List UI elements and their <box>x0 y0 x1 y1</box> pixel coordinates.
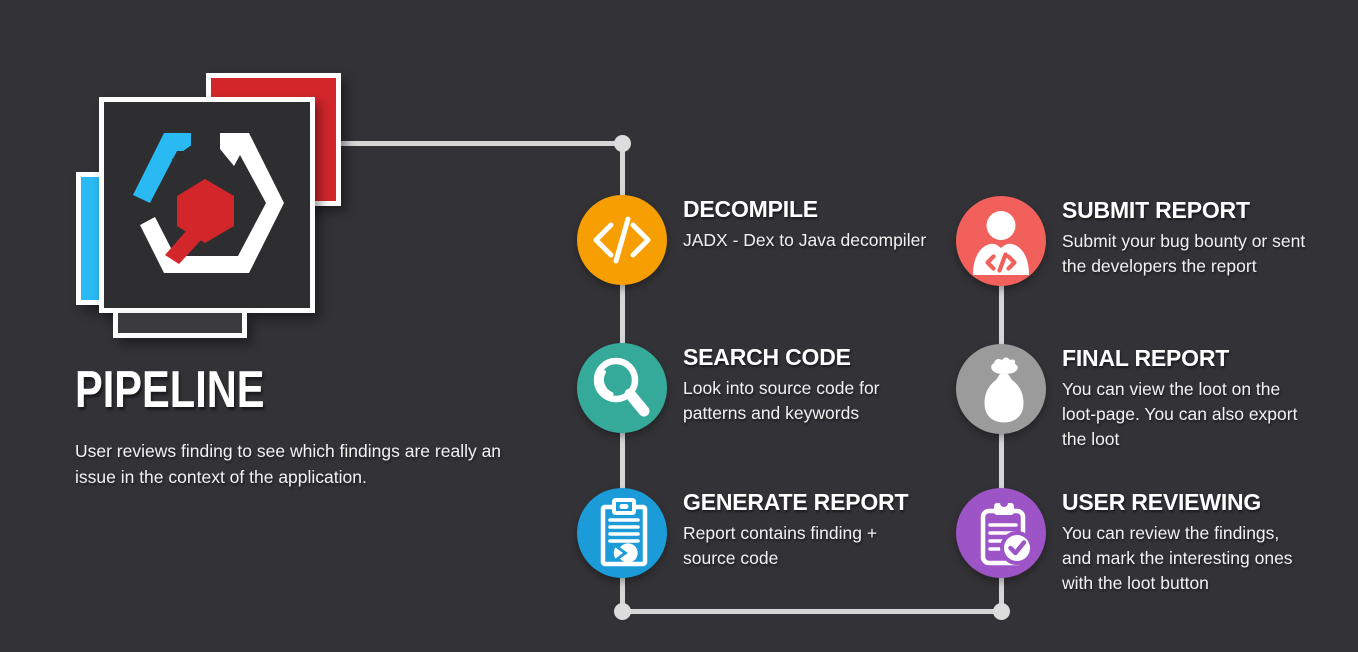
final-report-badge <box>956 344 1046 434</box>
step-description: Submit your bug bounty or sent the devel… <box>1062 231 1306 276</box>
step-description: JADX - Dex to Java decompiler <box>683 230 927 250</box>
page-title: PIPELINE <box>75 361 265 419</box>
step-title: GENERATE REPORT <box>683 489 909 515</box>
step-title: SUBMIT REPORT <box>1062 197 1250 223</box>
step-search-code: SEARCH CODE Look into source code for pa… <box>577 343 880 433</box>
generate-report-badge <box>577 488 667 578</box>
step-description: You can view the loot on the loot-page. … <box>1062 379 1298 449</box>
user-reviewing-badge <box>956 488 1046 578</box>
report-pie-icon <box>600 498 648 567</box>
step-generate-report: GENERATE REPORT Report contains finding … <box>577 488 909 578</box>
logo-bottom-tab <box>113 313 247 338</box>
step-title: USER REVIEWING <box>1062 489 1262 515</box>
step-submit-report: SUBMIT REPORT Submit your bug bounty or … <box>956 196 1305 286</box>
hexagon-code-logo-icon <box>133 133 284 273</box>
connector-bottom <box>620 609 1004 614</box>
junction-dot-bottom-right <box>993 603 1010 620</box>
connector-logo-to-column <box>341 141 624 146</box>
step-user-reviewing: USER REVIEWING You can review the findin… <box>956 488 1293 596</box>
decompile-badge <box>577 195 667 285</box>
step-final-report: FINAL REPORT You can view the loot on th… <box>956 344 1297 452</box>
step-description: You can review the findings, and mark th… <box>1062 523 1293 593</box>
logo-main-square <box>99 97 315 313</box>
step-title: SEARCH CODE <box>683 344 851 370</box>
search-code-badge <box>577 343 667 433</box>
step-description: Report contains finding + source code <box>683 523 878 568</box>
step-title: DECOMPILE <box>683 196 818 222</box>
loot-bag-icon <box>984 357 1024 423</box>
step-title: FINAL REPORT <box>1062 345 1230 371</box>
step-description: Look into source code for patterns and k… <box>683 378 880 423</box>
submit-report-badge <box>956 196 1046 286</box>
step-decompile: DECOMPILE JADX - Dex to Java decompiler <box>577 195 926 285</box>
code-icon <box>593 216 651 264</box>
person-code-icon <box>973 211 1029 275</box>
junction-dot-bottom-left <box>614 603 631 620</box>
page-subtitle: User reviews finding to see which findin… <box>75 441 502 487</box>
magnifier-icon <box>593 357 650 417</box>
junction-dot-top <box>614 135 631 152</box>
clipboard-check-icon <box>980 499 1034 566</box>
